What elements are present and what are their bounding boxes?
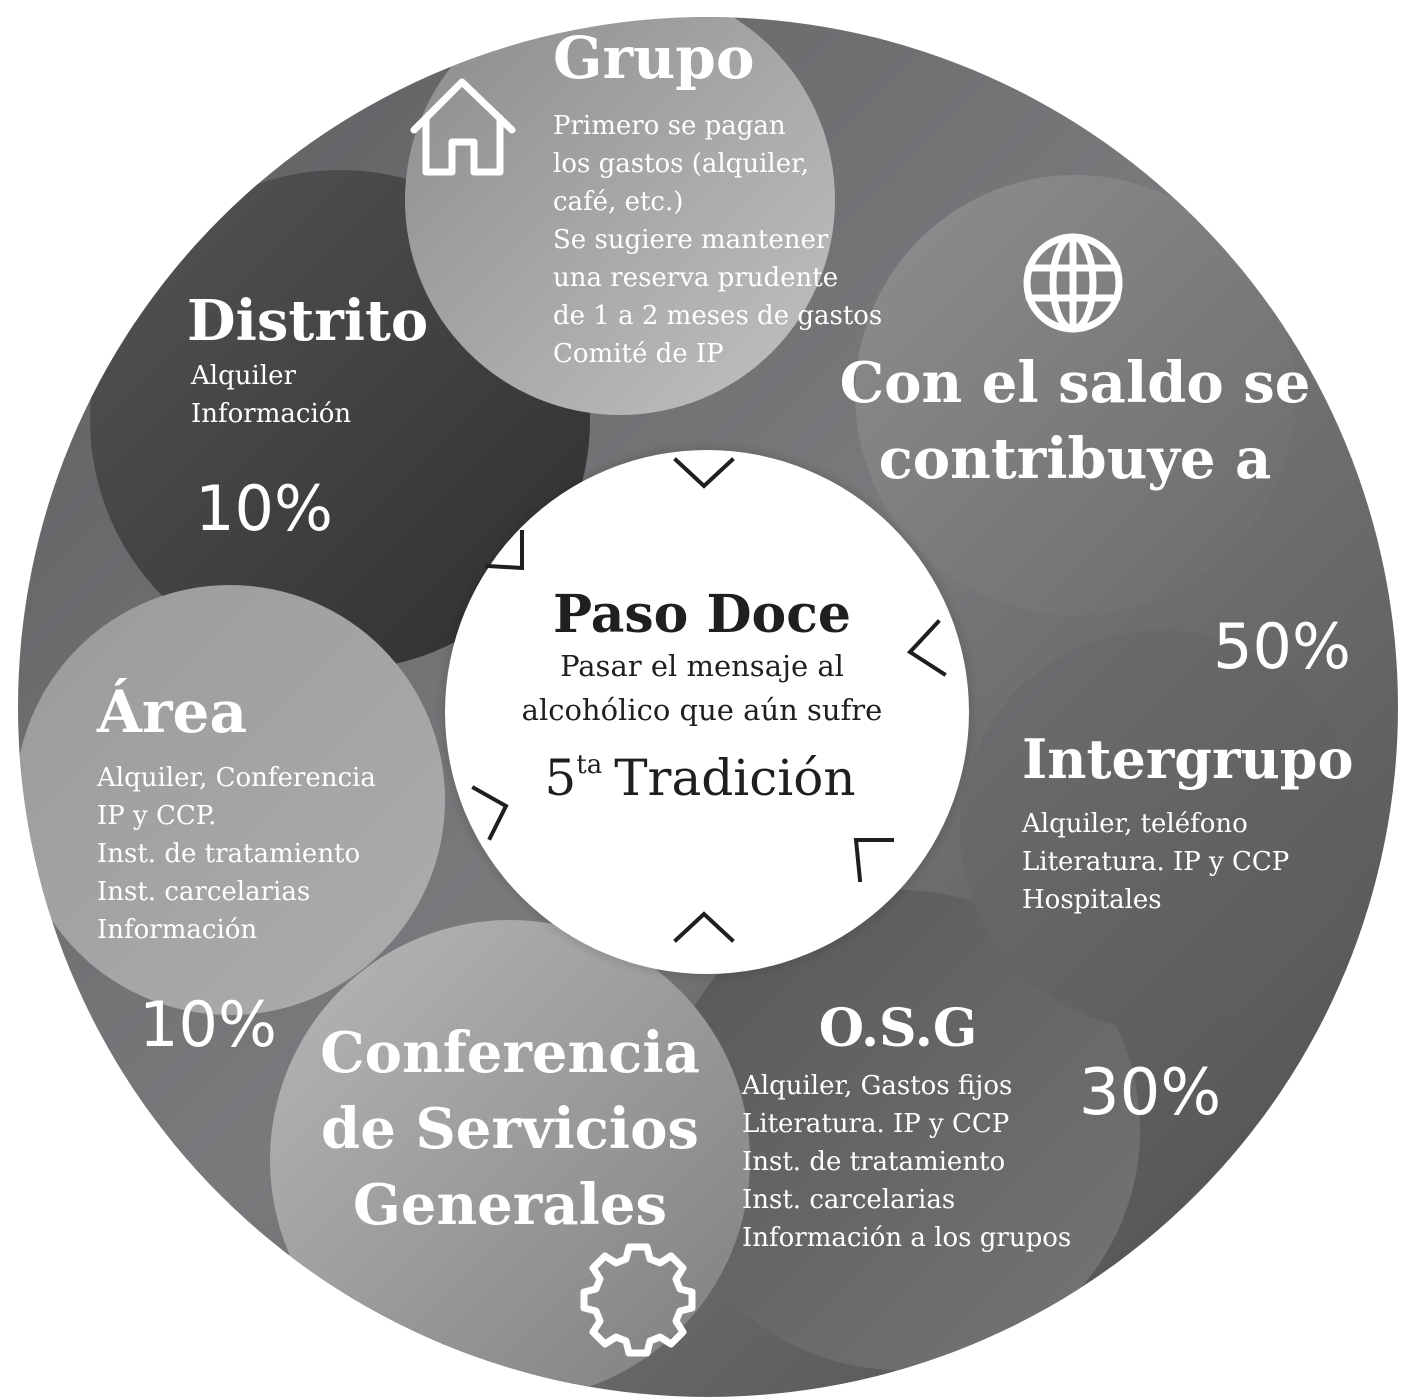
chevron-lower-right-icon — [853, 838, 894, 883]
area-detail-line-1: Alquiler, Conferencia — [96, 763, 376, 793]
osg-detail-line-3: Inst. de tratamiento — [742, 1147, 1005, 1177]
grupo-detail-line-4: Se sugiere mantener — [553, 225, 829, 255]
contribuye-section: Con el saldo se contribuye a — [840, 233, 1311, 492]
tradition-label: 5ta Tradición — [544, 749, 855, 807]
intergrupo-percent: 50% — [1213, 610, 1351, 683]
intergrupo-detail-line-1: Alquiler, teléfono — [1021, 809, 1248, 839]
chevron-bottom-icon — [673, 911, 735, 943]
contribuye-line-1: Con el saldo se — [840, 350, 1311, 416]
distrito-title: Distrito — [187, 288, 428, 354]
gear-icon — [580, 1243, 696, 1357]
intergrupo-bubble — [960, 630, 1360, 1030]
area-detail-line-3: Inst. de tratamiento — [97, 839, 360, 869]
tradition-word: Tradición — [614, 749, 855, 807]
osg-section: O.S.G 30% Alquiler, Gastos fijosLiteratu… — [741, 998, 1221, 1253]
chevron-right-icon — [906, 619, 947, 677]
contribuye-line-2: contribuye a — [879, 426, 1272, 492]
chevron-upper-left-icon — [485, 530, 524, 571]
grupo-section: Grupo Primero se pagan los gastos (alquil… — [410, 24, 882, 369]
grupo-details: Primero se pagan los gastos (alquiler, caf… — [553, 111, 882, 369]
area-detail-line-2: IP y CCP. — [97, 801, 216, 831]
area-percent: 10% — [139, 988, 277, 1061]
osg-detail-line-2: Literatura. IP y CCP — [742, 1109, 1009, 1139]
osg-detail-line-1: Alquiler, Gastos fijos — [741, 1071, 1012, 1101]
area-title: Área — [96, 678, 247, 746]
intergrupo-section: 50% Intergrupo Alquiler, teléfonoLiterat… — [1021, 610, 1354, 915]
house-icon — [410, 78, 516, 176]
globe-icon — [1023, 233, 1123, 333]
area-section: Área Alquiler, Conferencia IP y CCP. Inst.… — [96, 678, 376, 1061]
grupo-detail-line-5: una reserva prudente — [553, 263, 838, 293]
center-subtitle-1: Pasar el mensaje al — [560, 649, 844, 683]
intergrupo-detail-line-3: Hospitales — [1022, 885, 1162, 915]
grupo-detail-line-3: café, etc.) — [553, 187, 683, 217]
area-details: Alquiler, Conferencia IP y CCP. Inst. de t… — [96, 763, 376, 945]
distrito-detail-line-1: Alquiler — [190, 361, 296, 391]
chevron-left-icon — [471, 785, 509, 841]
grupo-title: Grupo — [553, 24, 755, 92]
osg-title: O.S.G — [819, 998, 978, 1059]
osg-percent: 30% — [1079, 1056, 1221, 1130]
area-bubble — [18, 585, 445, 1015]
grupo-detail-line-1: Primero se pagan — [553, 111, 786, 141]
osg-bubble — [660, 890, 1140, 1370]
center-subtitle-2: alcohólico que aún sufre — [522, 693, 883, 727]
grupo-detail-line-7: Comité de IP — [553, 339, 724, 369]
conferencia-bubble — [270, 920, 750, 1397]
center-title: Paso Doce — [553, 584, 851, 645]
osg-detail-line-4: Inst. carcelarias — [742, 1185, 955, 1215]
grupo-detail-line-2: los gastos (alquiler, — [553, 149, 809, 179]
conferencia-title-line-3: Generales — [353, 1172, 667, 1238]
tradition-suffix: ta — [576, 750, 602, 780]
area-detail-line-4: Inst. carcelarias — [97, 877, 310, 907]
center-circle — [445, 450, 969, 974]
intergrupo-title: Intergrupo — [1022, 727, 1354, 791]
intergrupo-detail-line-2: Literatura. IP y CCP — [1022, 847, 1289, 877]
conferencia-title-line-1: Conferencia — [320, 1020, 700, 1086]
contribuye-bubble — [855, 175, 1295, 615]
grupo-bubble — [405, 17, 835, 415]
conferencia-title-line-2: de Servicios — [321, 1096, 699, 1162]
distrito-percent: 10% — [195, 472, 333, 545]
tradition-number: 5 — [544, 749, 576, 807]
chevron-top-icon — [673, 457, 735, 489]
grupo-detail-line-6: de 1 a 2 meses de gastos — [553, 301, 882, 331]
distrito-detail-line-2: Información — [191, 399, 351, 429]
osg-detail-line-5: Información a los grupos — [742, 1223, 1071, 1253]
area-detail-line-5: Información — [97, 915, 257, 945]
